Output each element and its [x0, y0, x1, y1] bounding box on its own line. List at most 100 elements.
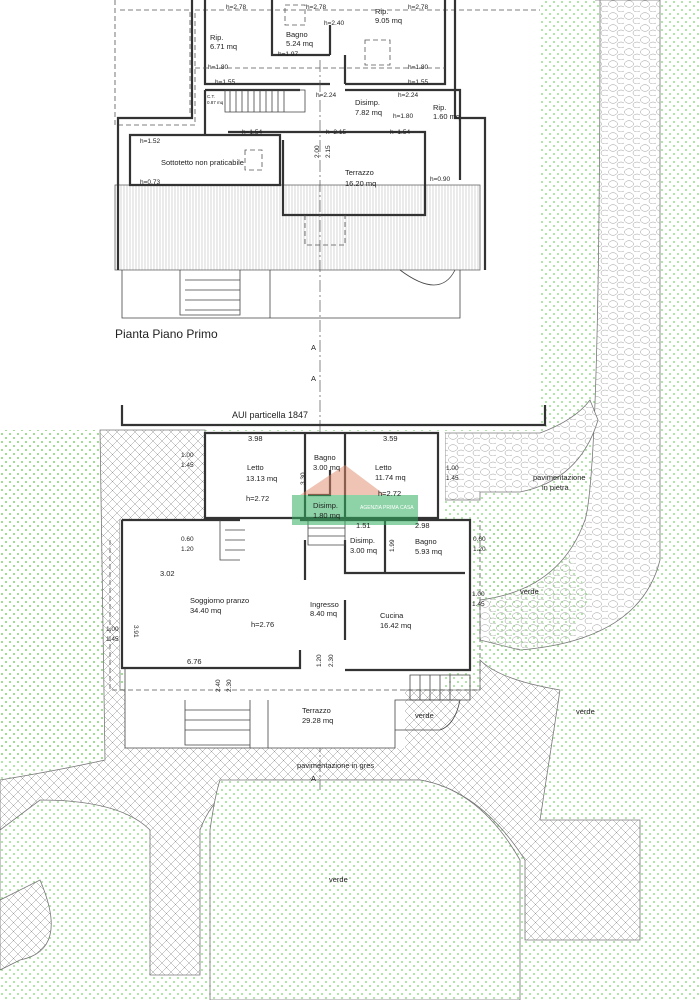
plan-label: 7.82 mq [355, 108, 382, 117]
plan-label: h=1.55 [408, 79, 428, 86]
plan-label: 6.71 mq [210, 42, 237, 51]
plan-label: verde [329, 875, 348, 884]
plan-label: h=1.80 [208, 64, 228, 71]
plan-label: Soggiorno pranzo [190, 596, 249, 605]
plan-label: h=2.72 [246, 494, 269, 503]
plan-label: Disimp. [355, 98, 380, 107]
watermark [292, 495, 418, 525]
watermark-roof [300, 465, 385, 495]
plan-label: 3.59 [383, 434, 398, 443]
first-floor-plan [114, 0, 540, 319]
plan-label: 2.40 [215, 679, 222, 692]
plan-label: h=2.78 [306, 4, 326, 11]
plan-label: h=2.15 [326, 129, 346, 136]
plan-label: 2.00 [314, 145, 321, 158]
plan-label: C.T. [207, 94, 215, 99]
plan-label: Rip. [433, 103, 446, 112]
plan-label: 29.28 mq [302, 716, 333, 725]
plan-label: Letto [247, 463, 264, 472]
plan-label: 8.40 mq [310, 609, 337, 618]
plan-label: 3.02 [160, 569, 175, 578]
plan-label: 1.45 [472, 601, 485, 608]
plan-label: 1.45 [446, 475, 459, 482]
plan-label: in pietra [542, 483, 570, 492]
plan-label: 2.30 [328, 654, 335, 667]
plan-label: Disimp. [350, 536, 375, 545]
plan-label: 1.00 [446, 465, 459, 472]
plan-label: 16.42 mq [380, 621, 411, 630]
plan-label: Ingresso [310, 600, 339, 609]
ground-floor-plan [109, 405, 547, 749]
watermark-text: AGENZIA PRIMA CASA [360, 505, 414, 511]
plan-label: Rip. [210, 33, 223, 42]
plan-label: h=2.40 [324, 20, 344, 27]
plan-label: 1.99 [389, 539, 396, 552]
plan-label: h=1.52 [140, 138, 160, 145]
plan-label: Rip. [375, 7, 388, 16]
plan-label: 1.20 [181, 546, 194, 553]
plan-label: h=0.73 [140, 179, 160, 186]
plan-label: Cucina [380, 611, 404, 620]
plan-label: 1.20 [316, 654, 323, 667]
plan-label: 2.15 [325, 145, 332, 158]
plan-label: h=1.55 [215, 79, 235, 86]
plan-label: h=2.24 [398, 92, 418, 99]
plan-label: pavimentazione in gres [297, 761, 374, 770]
plan-label: Terrazzo [345, 168, 374, 177]
plan-label: 3.91 [132, 625, 139, 638]
plan-label: 1.00 [106, 626, 119, 633]
plan-label: 1.00 [181, 452, 194, 459]
stone-terrace-fill [445, 400, 598, 500]
plan-label: 1.80 mq [313, 511, 340, 520]
plan-label: h=2.24 [316, 92, 336, 99]
plan-label: 2.30 [226, 679, 233, 692]
plan-label: Disimp. [313, 501, 338, 510]
plan-label: Terrazzo [302, 706, 331, 715]
plan-label: Bagno [286, 30, 308, 39]
plan-label: 0.60 [181, 536, 194, 543]
plan-label: 3.98 [248, 434, 263, 443]
plan-label: 1.45 [181, 462, 194, 469]
plan-label: h=2.78 [408, 4, 428, 11]
green-island-fill [209, 779, 521, 1000]
plan-label: verde [520, 587, 539, 596]
plan-label: 0.87 mq [207, 100, 224, 105]
section-marker-a: A [311, 374, 316, 383]
first-floor-labels: h=2.78 h=2.78 h=2.78 h=2.40 Rip. 6.71 mq… [115, 4, 460, 341]
plan-label: h=1.97 [278, 51, 298, 58]
section-marker-a: A [311, 774, 316, 783]
stone-path-fill [479, 0, 661, 651]
plan-label: 0.60 [473, 536, 486, 543]
plan-label: h=2.72 [378, 489, 401, 498]
plan-label: verde [576, 707, 595, 716]
plan-label: 1.20 [473, 546, 486, 553]
plan-label: AUI particella 1847 [232, 410, 308, 420]
plan-label: h=1.54 [390, 129, 410, 136]
plan-label: 5.93 mq [415, 547, 442, 556]
plan-label: Bagno [314, 453, 336, 462]
plan-label: 9.05 mq [375, 16, 402, 25]
plan-label: 5.24 mq [286, 39, 313, 48]
plan-label: Sottotetto non praticabile [161, 158, 244, 167]
section-marker-a: A [311, 343, 316, 352]
plan-label: 13.13 mq [246, 474, 277, 483]
plan-label: 6.76 [187, 657, 202, 666]
plan-label: h=1.80 [393, 113, 413, 120]
plan-label: 3.00 mq [350, 546, 377, 555]
plan-label: h=1.54 [242, 129, 262, 136]
plan-label: 1.45 [106, 636, 119, 643]
plan-label: 3.30 [300, 472, 307, 485]
plan-label: 34.40 mq [190, 606, 221, 615]
plan-label: 11.74 mq [375, 473, 406, 482]
green-side [490, 520, 590, 668]
page-title: Pianta Piano Primo [115, 327, 218, 341]
plan-label: 3.00 mq [313, 463, 340, 472]
plan-label: verde [415, 711, 434, 720]
plan-label: 2.98 [415, 521, 430, 530]
plan-label: h=1.80 [408, 64, 428, 71]
plan-label: Bagno [415, 537, 437, 546]
plan-label: 1.60 mq [433, 112, 460, 121]
plan-label: 1.51 [356, 521, 371, 530]
plan-label: Letto [375, 463, 392, 472]
